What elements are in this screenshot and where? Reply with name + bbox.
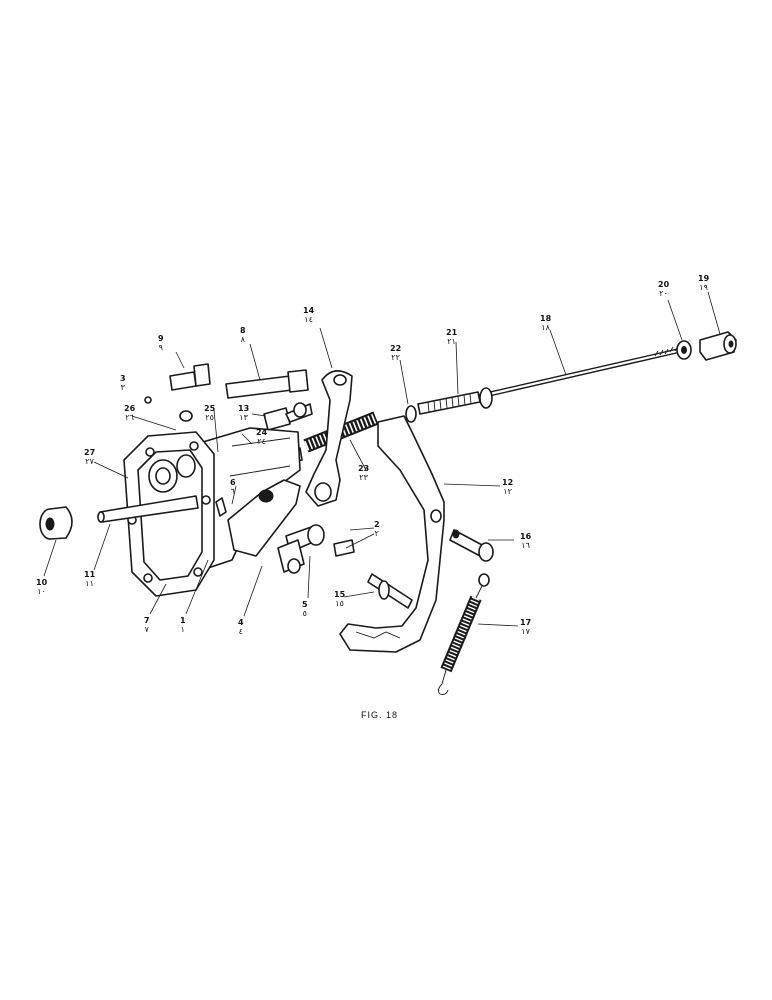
part-9-bolt [169, 363, 211, 391]
part-11-shaft [97, 495, 199, 523]
part-5-bolt [277, 524, 325, 574]
part-8-bolt [225, 369, 309, 399]
callout-leaders [43, 291, 721, 627]
part-19-clevis [699, 331, 737, 361]
part-17-spring [437, 573, 490, 695]
part-27-bushing [148, 454, 196, 493]
part-14-lever [305, 370, 353, 507]
part-15-pin [367, 573, 413, 609]
part-16-pin [449, 529, 494, 562]
part-3-disc [144, 396, 152, 404]
part-13-nut [263, 402, 313, 431]
part-6-pin [215, 497, 227, 517]
part-12-pedal-lever [339, 415, 445, 653]
part-22-washer [405, 405, 417, 423]
part-4-plate [227, 479, 301, 557]
part-26-washer [179, 410, 193, 422]
figure-caption: FIG. 18 [361, 710, 399, 720]
part-21-threaded-sleeve [417, 387, 493, 415]
part-10-cap [39, 506, 73, 540]
part-20-nut [676, 340, 692, 360]
part-2-pin [333, 539, 355, 557]
